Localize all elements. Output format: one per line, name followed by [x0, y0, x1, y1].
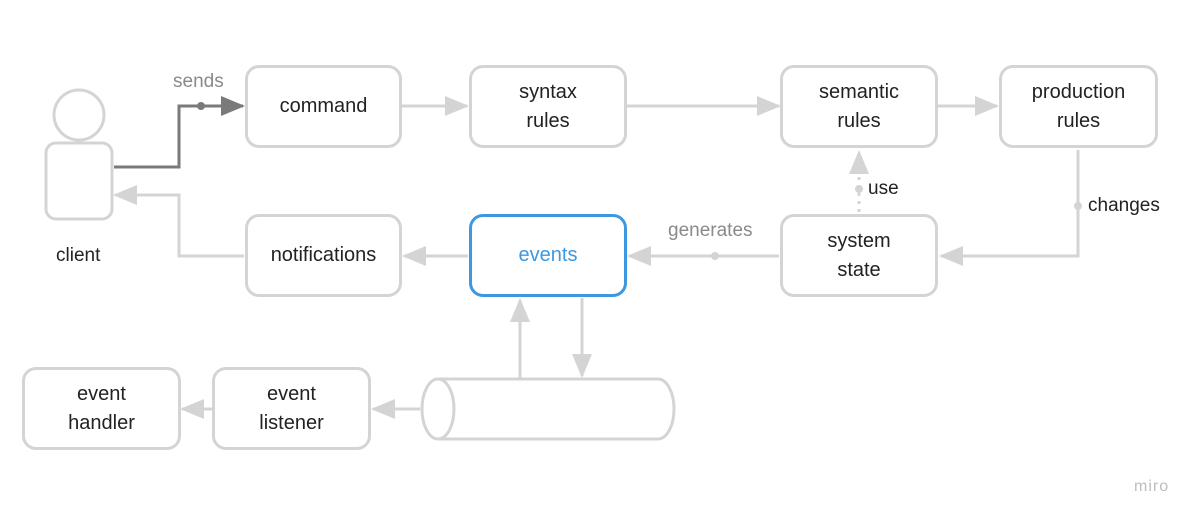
node-command[interactable]: command [245, 65, 402, 148]
edge-label-changes: changes [1088, 195, 1160, 216]
event-stream-cylinder [420, 377, 676, 441]
node-notifications[interactable]: notifications [245, 214, 402, 297]
edge-label-use: use [868, 178, 899, 199]
edge-use-dot [855, 185, 863, 193]
edge-notifications-to-client [113, 185, 244, 258]
edge-generates-dot [711, 252, 719, 260]
client-person-icon [44, 88, 114, 221]
node-semantic-rules[interactable]: semantic rules [780, 65, 938, 148]
edge-label-sends: sends [173, 71, 224, 92]
node-event-listener[interactable]: event listener [212, 367, 371, 450]
node-events[interactable]: events [469, 214, 627, 297]
client-label: client [56, 245, 101, 266]
node-production-rules[interactable]: production rules [999, 65, 1158, 148]
node-syntax-rules[interactable]: syntax rules [469, 65, 627, 148]
node-system-state[interactable]: system state [780, 214, 938, 297]
edge-changes-dot [1074, 202, 1082, 210]
edge-sends-dot [197, 102, 205, 110]
edge-label-generates: generates [668, 220, 753, 241]
edge-client-to-command [114, 96, 245, 169]
miro-brand-logo: miro [1134, 478, 1170, 495]
node-event-handler[interactable]: event handler [22, 367, 181, 450]
edge-production-to-state [939, 150, 1080, 266]
